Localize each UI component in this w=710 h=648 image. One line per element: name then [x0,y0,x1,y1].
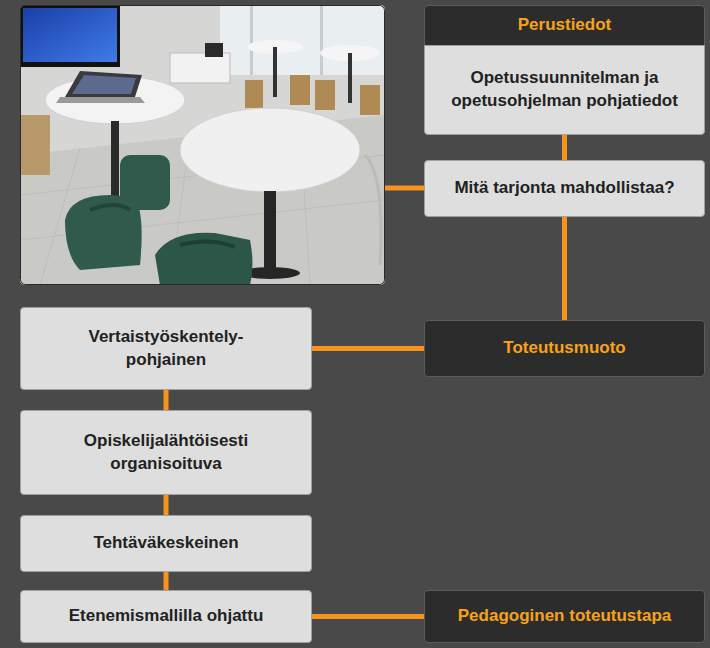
connector-line [562,217,567,320]
node-label: Perustiedot [518,14,612,37]
connector-line [312,346,424,351]
node-label: Tehtäväkeskeinen [93,532,238,555]
section-header: Pedagoginen toteutustapa [424,590,705,643]
connector-line [312,614,424,619]
process-box: Vertaistyöskentely- pohjainen [20,307,312,390]
connector-line [164,572,169,590]
node-label: Etenemismallilla ohjattu [69,605,264,628]
connector-line [164,495,169,515]
process-box: Opiskelijalähtöisesti organisoituva [20,410,312,495]
question-box: Mitä tarjonta mahdollistaa? [424,160,705,217]
node-label: Vertaistyöskentely- pohjainen [71,326,261,372]
process-box: Etenemismallilla ohjattu [20,590,312,643]
leader-line [385,186,424,191]
node-label: Mitä tarjonta mahdollistaa? [454,177,674,200]
connector-line [164,390,169,410]
node-label: Opiskelijalähtöisesti organisoituva [33,430,299,476]
section-header: Perustiedot [424,5,705,46]
connector-line [562,135,567,160]
classroom-photo [20,5,385,285]
process-box: Tehtäväkeskeinen [20,515,312,572]
node-label: Opetussuunnitelman ja opetusohjelman poh… [437,67,692,113]
info-box: Opetussuunnitelman ja opetusohjelman poh… [424,45,705,135]
section-header: Toteutusmuoto [424,320,705,377]
node-label: Toteutusmuoto [503,337,625,360]
node-label: Pedagoginen toteutustapa [458,605,671,628]
